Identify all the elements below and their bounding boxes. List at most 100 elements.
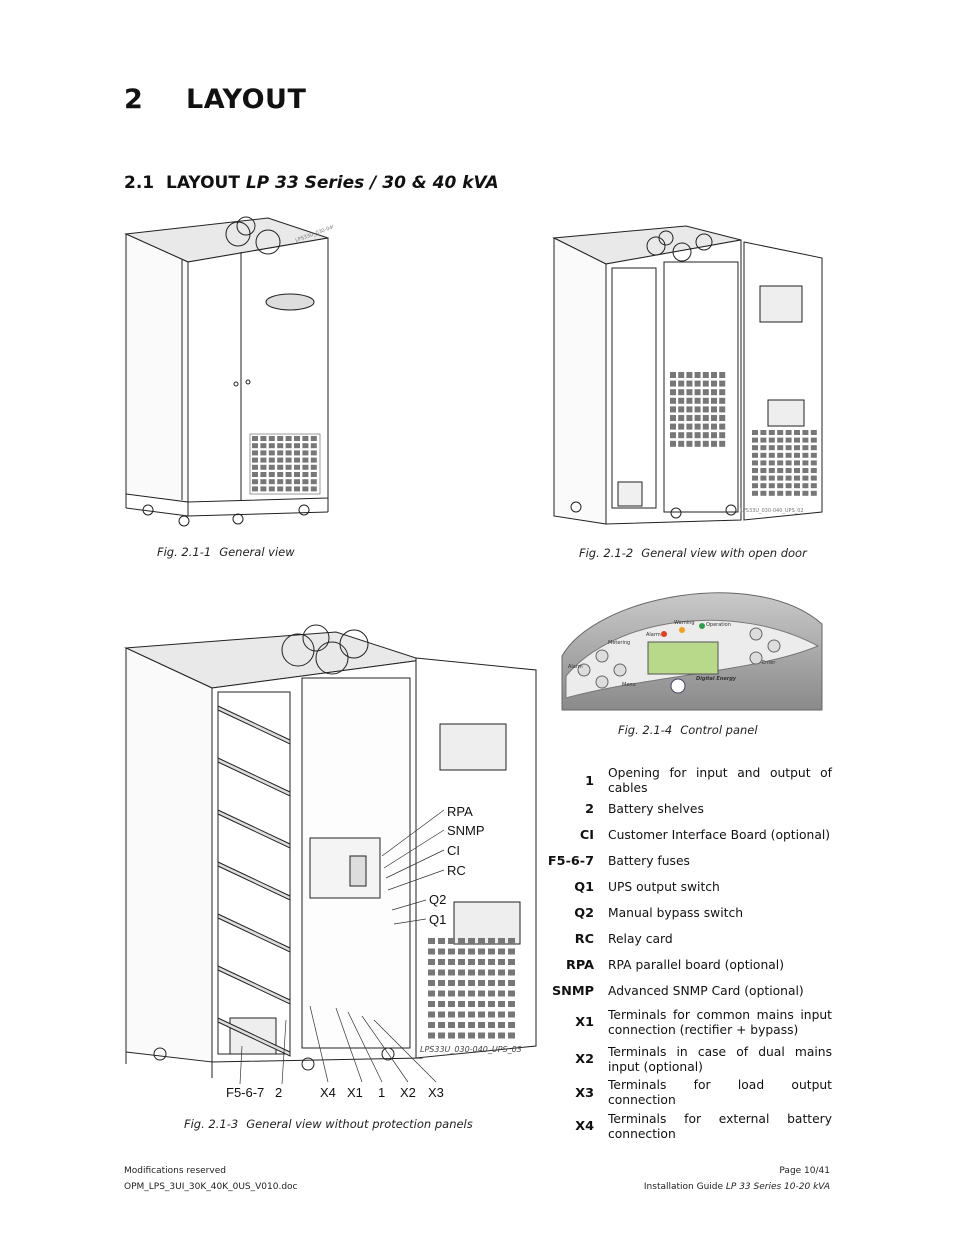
callout-snmp: SNMP (447, 823, 485, 838)
vent-slot (686, 432, 693, 439)
vent-slot (694, 406, 701, 413)
vent-slot (260, 443, 267, 449)
vent-slot (277, 472, 284, 477)
vent-slot (428, 1022, 435, 1028)
vent-slot (802, 475, 809, 481)
caption-fig3-text: General view without protection panels (246, 1117, 473, 1131)
vent-slot (678, 423, 685, 430)
vent-slot (268, 450, 275, 456)
vent-slot (498, 948, 505, 955)
vent-slot (468, 969, 475, 976)
legend-description: Advanced SNMP Card (optional) (608, 983, 804, 998)
vent-slot (508, 980, 515, 986)
vent-slot (438, 938, 445, 944)
vent-slot (752, 445, 758, 451)
vent-slot (752, 483, 758, 489)
vent-slot (702, 432, 709, 439)
battery-shelf (217, 965, 291, 1005)
vent-slot (794, 483, 800, 489)
vent-slot (428, 938, 435, 944)
vent-slot (777, 452, 784, 458)
vent-slot (670, 432, 676, 439)
vent-slot (686, 406, 693, 413)
vent-slot (478, 990, 485, 997)
callout-x3: X3 (428, 1085, 444, 1100)
vent-slot (478, 1022, 485, 1028)
vent-slot (719, 397, 726, 404)
vent-slot (285, 443, 292, 449)
vent-slot (711, 372, 717, 378)
vent-slot (302, 450, 309, 456)
vent-slot (438, 1011, 445, 1018)
figure-general-view: LPS33U_030-040_UPS_01 (124, 216, 333, 527)
vent-slot (268, 464, 275, 470)
legend-description: RPA parallel board (optional) (608, 957, 784, 972)
legend-code: F5-6-7 (547, 853, 594, 869)
vent-slot (488, 948, 495, 955)
vent-slot (438, 1032, 445, 1039)
vent-slot (294, 486, 300, 492)
vent-slot (719, 432, 726, 439)
vent-slot (719, 440, 726, 447)
vent-slot (678, 415, 685, 421)
vent-slot (294, 464, 300, 470)
vent-slot (686, 372, 693, 378)
vent-slot (711, 380, 717, 387)
vent-slot (777, 430, 784, 435)
vent-slot (448, 959, 455, 965)
vent-slot (448, 948, 455, 955)
vent-slot (302, 443, 309, 449)
vent-slot (260, 450, 267, 456)
vent-slot (310, 457, 317, 463)
drawing-code-2: LPS33U_030-040_UPS_02 (740, 508, 804, 514)
vent-slot (252, 436, 258, 441)
caption-fig1-number: Fig. 2.1-1 (157, 545, 212, 559)
vent-slot (310, 479, 317, 485)
vent-slot (302, 479, 309, 485)
vent-slot (438, 959, 445, 965)
vent-slot (285, 450, 292, 456)
vent-slot (252, 464, 258, 470)
vent-slot (760, 445, 767, 451)
vent-slot (488, 1032, 495, 1039)
vent-slot (302, 436, 309, 441)
callout-x2: X2 (400, 1085, 416, 1100)
vent-slot (488, 1022, 495, 1028)
vent-slot (294, 436, 300, 441)
vent-slot (478, 1011, 485, 1018)
vent-slot (428, 1032, 435, 1039)
vent-slot (268, 472, 275, 477)
vent-slot (752, 475, 758, 481)
vent-slot (508, 990, 515, 997)
vent-slot (777, 445, 784, 451)
vent-slot (711, 389, 717, 396)
vent-slot (802, 460, 809, 466)
vent-slot (428, 969, 435, 976)
vent-slot (277, 457, 284, 463)
vent-slot (794, 475, 800, 481)
vent-slot (686, 415, 693, 421)
vent-slot (302, 486, 309, 492)
callout-q2: Q2 (429, 892, 446, 907)
chapter-number: 2 (124, 84, 144, 115)
legend-description: Terminals in case of dual mains input (o… (608, 1044, 832, 1074)
vent-slot (760, 430, 767, 435)
legend-description: Manual bypass switch (608, 905, 743, 920)
vent-slot (702, 397, 709, 404)
cp-alarm-label: Alarm (646, 632, 661, 638)
figure-open-door-view: LPS33U_030-040_UPS_02 (552, 225, 823, 525)
vent-slot (711, 423, 717, 430)
vent-slot (810, 460, 817, 466)
vent-slot (802, 437, 809, 443)
vent-slot (768, 483, 775, 489)
vent-slot (448, 1022, 455, 1028)
legend-description: Battery shelves (608, 801, 704, 816)
vent-slot (448, 1011, 455, 1018)
vent-slot (678, 406, 685, 413)
